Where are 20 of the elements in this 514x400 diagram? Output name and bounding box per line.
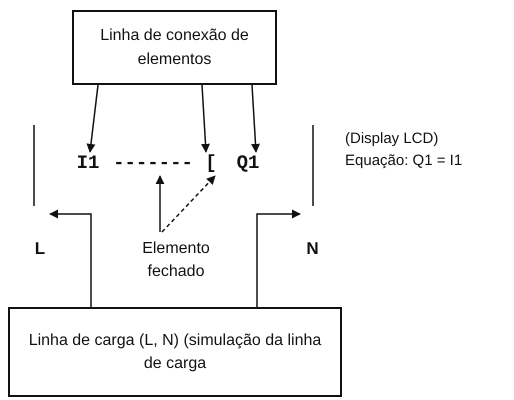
terminal-label: L xyxy=(34,238,46,260)
arrow xyxy=(49,210,92,307)
annotation-text: Elemento fechado xyxy=(141,238,211,282)
arrow xyxy=(256,210,301,307)
arrow xyxy=(251,84,260,153)
arrow xyxy=(156,175,164,232)
box-text: Linha de carga (L, N) (simulação da linha de carga xyxy=(28,330,322,374)
terminal-label: N xyxy=(306,238,319,260)
arrow xyxy=(201,84,210,153)
display-symbol: I1 xyxy=(76,151,100,176)
display-symbol: ------- xyxy=(113,151,193,176)
display-symbol: [ xyxy=(205,151,217,176)
text-box xyxy=(72,10,277,85)
text-box xyxy=(8,307,342,397)
arrow xyxy=(86,84,99,153)
note-text: (Display LCD) xyxy=(345,130,438,147)
note-text: Equação: Q1 = I1 xyxy=(345,152,462,169)
arrow xyxy=(161,175,216,233)
box-text: Linha de conexão de elementos xyxy=(99,26,250,70)
display-symbol: Q1 xyxy=(236,151,260,176)
